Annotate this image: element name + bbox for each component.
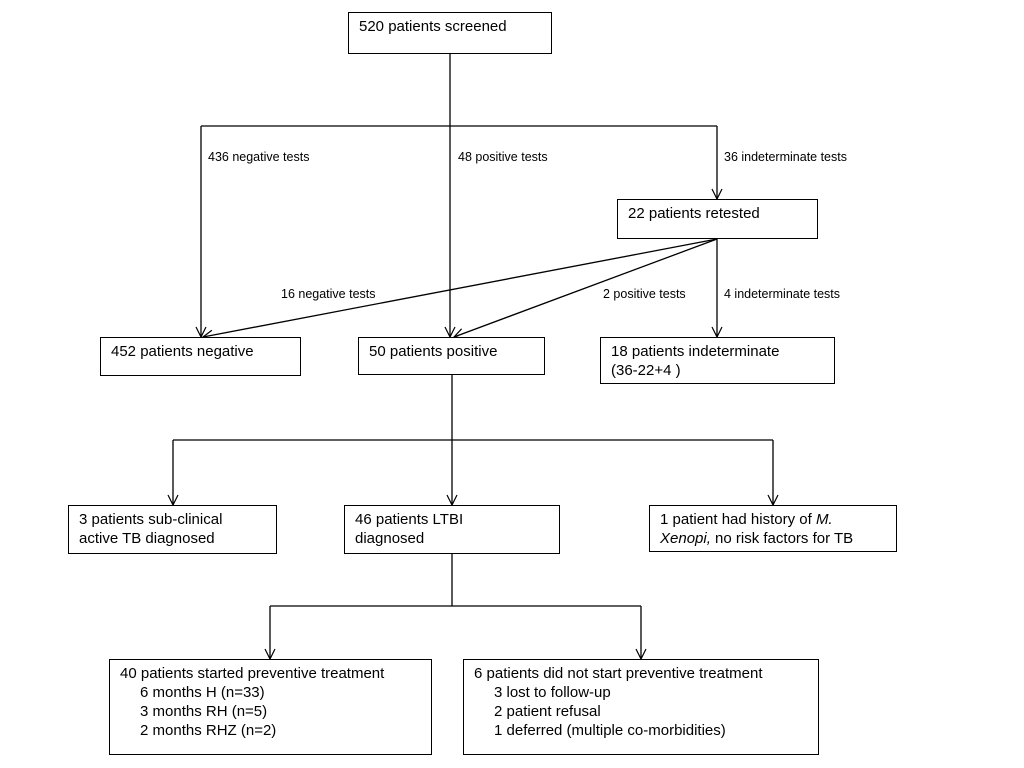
- node-xenopi-line1-italic: M.: [815, 511, 833, 528]
- node-started-treatment: 40 patients started preventive treatment…: [109, 659, 432, 755]
- node-not-started-title: 6 patients did not start preventive trea…: [474, 665, 763, 682]
- node-positive-text: 50 patients positive: [369, 343, 498, 360]
- node-negative-text: 452 patients negative: [111, 343, 254, 360]
- node-not-started-item: 2 patient refusal: [494, 703, 601, 720]
- node-ltbi-line1: 46 patients LTBI: [355, 511, 464, 528]
- edge-label-negative-tests: 436 negative tests: [208, 150, 310, 164]
- node-xenopi-line1-prefix: 1 patient had history of: [660, 511, 816, 528]
- node-subclinical: 3 patients sub-clinical active TB diagno…: [68, 505, 277, 554]
- node-xenopi: 1 patient had history of M. Xenopi, no r…: [649, 505, 897, 552]
- node-not-started-item: 3 lost to follow-up: [494, 684, 611, 701]
- node-started-item: 3 months RH (n=5): [140, 703, 268, 720]
- arrow-retest-to-negative: [203, 238, 718, 337]
- node-subclinical-line1: 3 patients sub-clinical: [79, 511, 223, 528]
- node-indeterminate: 18 patients indeterminate (36-22+4 ): [600, 337, 835, 384]
- node-xenopi-line2-suffix: no risk factors for TB: [710, 530, 854, 547]
- node-started-title: 40 patients started preventive treatment: [120, 665, 385, 682]
- node-subclinical-line2: active TB diagnosed: [79, 530, 215, 547]
- arrow-retest-to-positive: [454, 238, 718, 337]
- edge-label-positive-tests: 48 positive tests: [458, 150, 548, 164]
- node-not-started-item: 1 deferred (multiple co-morbidities): [494, 722, 726, 739]
- node-not-started-treatment: 6 patients did not start preventive trea…: [463, 659, 819, 755]
- node-started-item: 2 months RHZ (n=2): [140, 722, 277, 739]
- node-retested-text: 22 patients retested: [628, 205, 760, 222]
- node-xenopi-line1: 1 patient had history of M.: [660, 510, 886, 529]
- edge-label-retest-negative: 16 negative tests: [281, 287, 376, 301]
- node-screened-text: 520 patients screened: [359, 18, 507, 35]
- node-positive: 50 patients positive: [358, 337, 545, 375]
- edge-label-retest-positive: 2 positive tests: [603, 287, 686, 301]
- node-xenopi-line2-italic: Xenopi,: [660, 530, 711, 547]
- node-ltbi: 46 patients LTBI diagnosed: [344, 505, 560, 554]
- node-retested: 22 patients retested: [617, 199, 818, 239]
- node-started-item: 6 months H (n=33): [140, 684, 265, 701]
- node-negative: 452 patients negative: [100, 337, 301, 376]
- node-indeterminate-line1: 18 patients indeterminate: [611, 343, 780, 360]
- edge-label-indeterminate-tests: 36 indeterminate tests: [724, 150, 847, 164]
- edge-label-retest-indeterminate: 4 indeterminate tests: [724, 287, 841, 301]
- node-screened: 520 patients screened: [348, 12, 552, 54]
- node-xenopi-line2: Xenopi, no risk factors for TB: [660, 529, 886, 548]
- node-indeterminate-line2: (36-22+4 ): [611, 362, 681, 379]
- node-ltbi-line2: diagnosed: [355, 530, 425, 547]
